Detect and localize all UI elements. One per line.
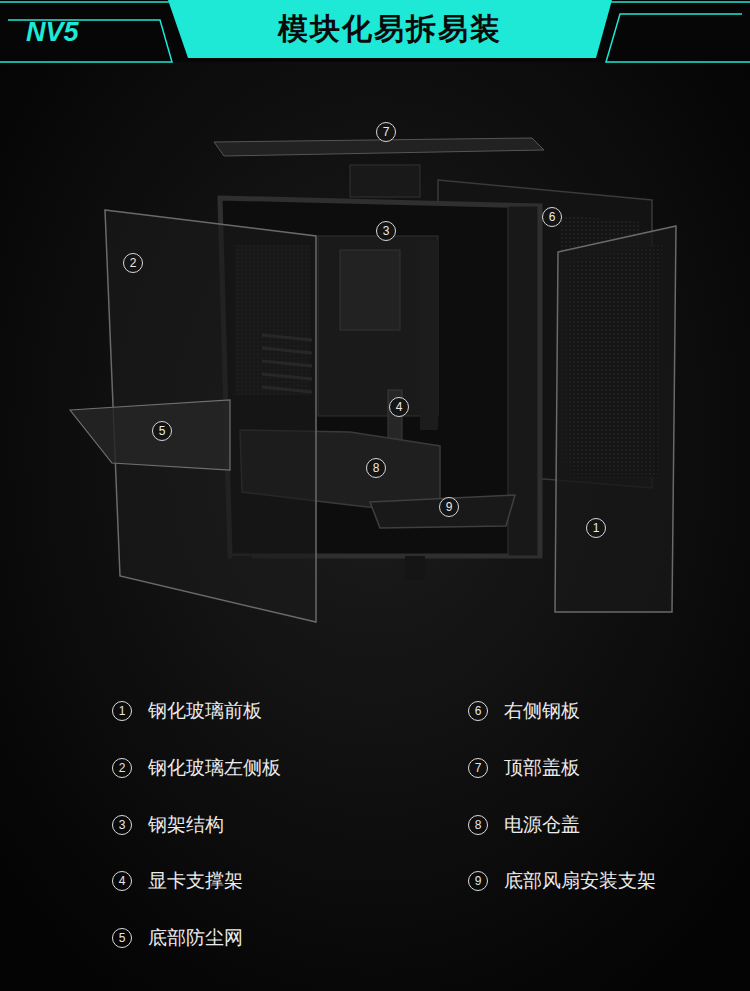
legend-item: 5 底部防尘网 (112, 924, 243, 952)
number-circle: 6 (468, 701, 488, 721)
part-name: 显卡支撑架 (148, 870, 243, 893)
callout-text: 8 (373, 462, 380, 474)
part-name: 电源仓盖 (504, 814, 580, 837)
number-circle: 1 (112, 701, 132, 721)
number-circle: 4 (112, 871, 132, 891)
callout-number: 7 (376, 122, 396, 142)
part-name: 顶部盖板 (504, 757, 580, 780)
callout-number: 2 (123, 253, 143, 273)
bottom-dust-filter (70, 400, 230, 470)
legend-item: 7 顶部盖板 (468, 754, 580, 782)
case-foot (405, 556, 425, 580)
callout-number: 8 (366, 458, 386, 478)
number-circle: 2 (112, 758, 132, 778)
callout-number: 4 (389, 397, 409, 417)
legend-item: 6 右侧钢板 (468, 697, 580, 725)
title: 模块化易拆易装 (190, 11, 590, 47)
number-circle: 5 (112, 928, 132, 948)
callout-text: 1 (593, 522, 600, 534)
number-circle: 3 (112, 815, 132, 835)
brand-logo: NV5 (26, 16, 79, 48)
legend-item: 9 底部风扇安装支架 (468, 867, 656, 895)
callout-text: 9 (446, 501, 453, 513)
callout-text: 2 (130, 257, 137, 269)
callout-text: 3 (383, 225, 390, 237)
callout-text: 6 (549, 211, 556, 223)
part-name: 钢架结构 (148, 814, 224, 837)
callout-text: 4 (396, 401, 403, 413)
legend-item: 2 钢化玻璃左侧板 (112, 754, 281, 782)
bottom-fan-bracket (370, 495, 515, 528)
callout-number: 3 (376, 221, 396, 241)
callout-text: 7 (383, 126, 390, 138)
number-circle: 8 (468, 815, 488, 835)
number-circle: 7 (468, 758, 488, 778)
top-cover (214, 138, 544, 156)
callout-number: 9 (439, 497, 459, 517)
legend-item: 8 电源仓盖 (468, 811, 580, 839)
legend-item: 3 钢架结构 (112, 811, 224, 839)
part-name: 钢化玻璃前板 (148, 700, 262, 723)
part-name: 底部防尘网 (148, 927, 243, 950)
number-circle: 9 (468, 871, 488, 891)
part-name: 钢化玻璃左侧板 (148, 757, 281, 780)
part-name: 右侧钢板 (504, 700, 580, 723)
legend-item: 4 显卡支撑架 (112, 867, 243, 895)
legend-item: 1 钢化玻璃前板 (112, 697, 262, 725)
callout-text: 5 (159, 425, 166, 437)
front-glass-panel (555, 226, 676, 612)
callout-number: 5 (152, 421, 172, 441)
callout-number: 1 (586, 518, 606, 538)
part-name: 底部风扇安装支架 (504, 870, 656, 893)
top-fan-mount (350, 165, 420, 197)
banner (0, 0, 750, 62)
callout-number: 6 (542, 207, 562, 227)
